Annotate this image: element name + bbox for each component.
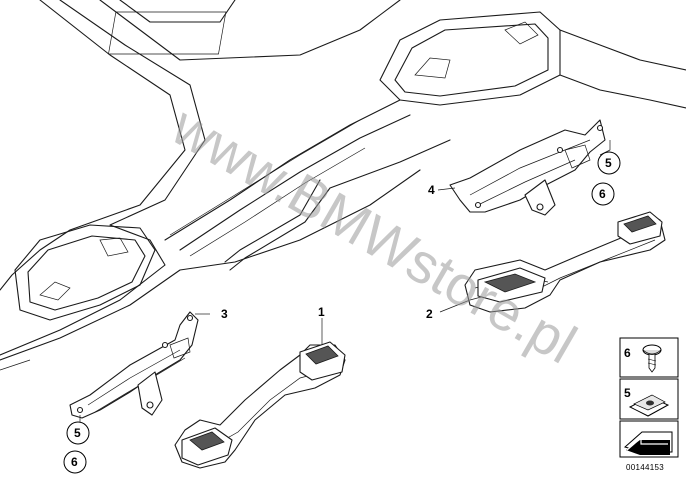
callout-5-right: 5 <box>605 156 612 170</box>
clip-nut-icon <box>628 394 670 417</box>
callout-3: 3 <box>221 307 228 321</box>
leader-lines <box>79 140 611 425</box>
headliner-drawing <box>0 0 686 371</box>
bracket-left <box>69 311 199 419</box>
legend-panel: 6 5 00144153 <box>619 337 679 472</box>
screw-icon <box>642 344 662 373</box>
callout-6-right-circle: 6 <box>591 182 615 206</box>
callout-6-left: 6 <box>71 455 78 469</box>
callout-2: 2 <box>426 307 433 321</box>
legend-item-5-number: 5 <box>624 386 631 400</box>
bracket-right <box>449 119 606 216</box>
callout-6-right: 6 <box>599 187 606 201</box>
arrow-icon <box>623 431 673 455</box>
callout-6-left-circle: 6 <box>63 450 87 474</box>
callout-5-left: 5 <box>74 426 81 440</box>
grab-handle-left <box>174 341 346 469</box>
grab-handle-right <box>464 211 666 313</box>
callout-1: 1 <box>318 305 325 319</box>
callout-5-right-circle: 5 <box>597 151 621 175</box>
callout-4: 4 <box>428 183 435 197</box>
legend-item-6-number: 6 <box>624 346 631 360</box>
document-number: 00144153 <box>626 463 664 472</box>
callout-5-left-circle: 5 <box>66 421 90 445</box>
